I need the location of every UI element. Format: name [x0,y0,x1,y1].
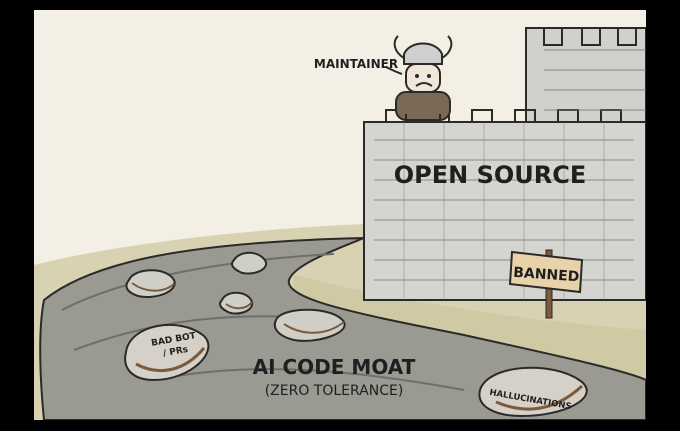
sack-2-rope [225,301,253,310]
wall-bricks [374,49,646,300]
helmet [403,42,443,65]
moat-sacks: BAD BOT / PRs HALLUCINATIONS [124,251,588,418]
sack-2 [219,291,254,315]
sack-4 [273,308,346,342]
moat-caption: AI CODE MOAT (ZERO TOLERANCE) [253,355,416,399]
banned-sign: BANNED [508,249,584,319]
wall-battlements [364,109,646,123]
sack-3 [231,251,268,275]
sign-board [508,250,584,294]
sack-4-rope [283,321,345,334]
left-eye [415,74,419,78]
maintainer-viking: MAINTAINER [314,35,453,121]
tunic [395,91,451,121]
face [405,63,441,93]
right-eye [427,74,431,78]
water-ripple-3 [153,368,465,391]
hallucinations-bag [478,366,588,418]
maintainer-label: MAINTAINER [314,57,398,71]
tower-battlements [526,27,646,46]
mouth [415,82,433,87]
bad-bot-bag [124,323,210,382]
comic-panel: OPEN SOURCE MAINTAINER [34,10,646,420]
moat-subtitle: (ZERO TOLERANCE) [265,383,404,399]
water-ripple-1 [61,253,335,311]
maintainer-pointer [385,66,403,75]
hallucinations-rope [495,384,584,411]
sign-text: BANNED [513,265,580,286]
bad-bot-rope [135,347,206,372]
sack-1-rope [131,282,175,292]
castle: OPEN SOURCE [363,27,646,301]
moat-title: AI CODE MOAT [253,355,416,379]
right-horn [441,35,453,59]
wall-label: OPEN SOURCE [394,161,587,189]
comic-illustration: OPEN SOURCE MAINTAINER [34,10,646,420]
left-horn [393,35,405,59]
bad-bot-label-2: / PRs [162,345,189,359]
arms [405,114,441,120]
